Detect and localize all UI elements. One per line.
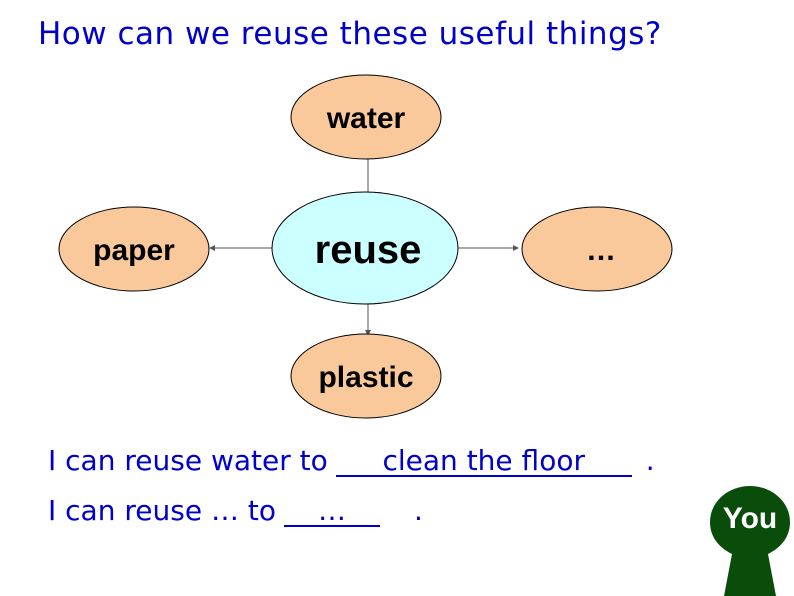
you-button-label: You [722, 502, 778, 535]
sentence-2-period: . [413, 494, 423, 527]
sentence-line-2: I can reuse … to…. [48, 494, 423, 527]
node-plastic: plastic [290, 333, 442, 419]
node-center-label: reuse [315, 228, 422, 272]
keyhole-shape [710, 486, 790, 596]
node-center-reuse: reuse [271, 191, 459, 305]
node-water: water [290, 74, 442, 160]
node-paper: paper [58, 206, 210, 292]
sentence-1-prefix: I can reuse water to [48, 444, 328, 477]
sentence-1-period: . [645, 444, 655, 477]
node-more-label: … [586, 234, 616, 267]
node-plastic-label: plastic [318, 361, 413, 394]
node-paper-label: paper [93, 234, 175, 267]
answer-blank-2: … [283, 497, 380, 527]
you-button[interactable]: You [708, 484, 792, 596]
node-more: … [521, 206, 673, 292]
slide-title: How can we reuse these useful things? [38, 16, 662, 52]
sentence-2-prefix: I can reuse … to [48, 494, 276, 527]
answer-blank-1: clean the floor [335, 447, 632, 477]
node-water-label: water [326, 102, 406, 135]
